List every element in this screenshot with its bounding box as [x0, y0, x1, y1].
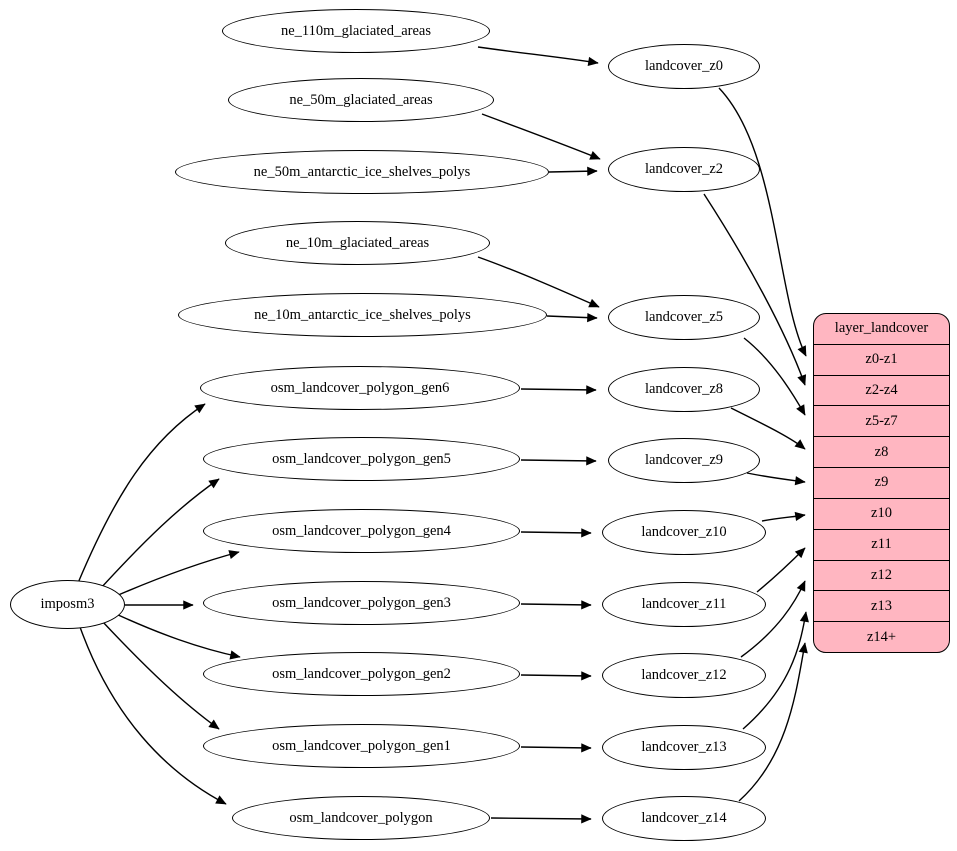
edge-ne50mg-to-z2 — [481, 113, 601, 160]
edge-ne10ma-to-z5 — [546, 312, 598, 323]
node-landcover-z12: landcover_z12 — [602, 653, 766, 698]
node-label: osm_landcover_polygon_gen1 — [272, 737, 451, 754]
node-osm-landcover-polygon: osm_landcover_polygon — [232, 796, 490, 840]
node-landcover-z2: landcover_z2 — [608, 147, 760, 192]
layer-table-row-z13: z13 — [814, 590, 949, 621]
edge-z10-to-row — [761, 511, 806, 522]
edge-gen5-to-z9 — [520, 456, 597, 466]
layer-table-row-z10: z10 — [814, 497, 949, 529]
node-label: ne_110m_glaciated_areas — [280, 22, 432, 39]
layer-table-row-z12: z12 — [814, 559, 949, 591]
node-landcover-z8: landcover_z8 — [608, 367, 760, 412]
edge-z0-to-row — [718, 87, 807, 357]
node-osm-landcover-polygon-gen1: osm_landcover_polygon_gen1 — [203, 724, 520, 768]
edge-gen4-to-z10 — [520, 528, 592, 538]
edge-imposm3-to-poly — [79, 626, 227, 805]
node-label: osm_landcover_polygon_gen4 — [272, 522, 451, 539]
node-label: ne_10m_antarctic_ice_shelves_polys — [254, 306, 471, 323]
layer-table-row-z14plus: z14+ — [814, 621, 949, 652]
layer-table-row-z11: z11 — [814, 528, 949, 560]
edge-ne50ma-to-z2 — [548, 166, 598, 176]
edge-ne10mg-to-z5 — [477, 256, 600, 308]
edge-imposm3-to-gen6 — [77, 403, 206, 584]
layer-table-row-z2-z4: z2-z4 — [814, 374, 949, 406]
node-label: landcover_z5 — [644, 309, 724, 325]
edge-imposm3-to-gen4 — [115, 550, 240, 597]
edge-z14-to-row — [738, 642, 808, 802]
node-ne-10m-antarctic-ice-shelves-polys: ne_10m_antarctic_ice_shelves_polys — [178, 293, 547, 337]
layer-table-row-z0-z1: z0-z1 — [814, 343, 949, 375]
node-label: ne_10m_glaciated_areas — [285, 234, 430, 251]
node-label: landcover_z9 — [644, 452, 724, 468]
node-label: osm_landcover_polygon_gen2 — [272, 665, 451, 682]
node-landcover-z11: landcover_z11 — [602, 582, 766, 627]
node-imposm3: imposm3 — [10, 580, 125, 629]
node-label: osm_landcover_polygon — [289, 809, 433, 826]
edge-imposm3-to-gen2 — [115, 613, 241, 660]
node-label: landcover_z13 — [641, 739, 727, 755]
edge-gen2-to-z12 — [520, 671, 592, 681]
edge-z11-to-row — [756, 547, 806, 593]
edge-z8-to-row — [730, 407, 806, 450]
edge-imposm3-to-gen1 — [101, 620, 220, 730]
node-osm-landcover-polygon-gen3: osm_landcover_polygon_gen3 — [203, 581, 520, 625]
edge-ne110m-to-z0 — [477, 46, 599, 67]
node-landcover-z5: landcover_z5 — [608, 295, 760, 340]
node-label: landcover_z12 — [641, 667, 727, 683]
layer-table-title: layer_landcover — [834, 320, 929, 337]
node-landcover-z13: landcover_z13 — [602, 725, 766, 770]
node-osm-landcover-polygon-gen5: osm_landcover_polygon_gen5 — [203, 437, 520, 481]
node-label: landcover_z0 — [644, 58, 724, 74]
edge-z2-to-row — [703, 193, 807, 386]
layer-table-row-z5-z7: z5-z7 — [814, 405, 949, 436]
node-label: landcover_z8 — [644, 381, 724, 397]
node-ne-50m-antarctic-ice-shelves-polys: ne_50m_antarctic_ice_shelves_polys — [175, 150, 549, 194]
node-landcover-z10: landcover_z10 — [602, 510, 766, 555]
node-label: landcover_z11 — [641, 596, 727, 612]
edge-gen1-to-z13 — [520, 743, 592, 753]
node-osm-landcover-polygon-gen4: osm_landcover_polygon_gen4 — [203, 509, 520, 553]
node-landcover-z0: landcover_z0 — [608, 44, 760, 89]
node-osm-landcover-polygon-gen2: osm_landcover_polygon_gen2 — [203, 652, 520, 696]
node-label: osm_landcover_polygon_gen6 — [270, 379, 450, 396]
node-ne-10m-glaciated-areas: ne_10m_glaciated_areas — [225, 221, 490, 265]
node-label: osm_landcover_polygon_gen3 — [272, 594, 451, 611]
node-label: ne_50m_antarctic_ice_shelves_polys — [253, 163, 471, 180]
node-osm-landcover-polygon-gen6: osm_landcover_polygon_gen6 — [200, 366, 520, 410]
edge-z5-to-row — [743, 337, 806, 416]
layer-table-row-z9: z9 — [814, 467, 949, 498]
node-label: osm_landcover_polygon_gen5 — [272, 450, 451, 467]
node-label: ne_50m_glaciated_areas — [289, 91, 433, 108]
edge-z12-to-row — [740, 580, 806, 658]
node-landcover-z14: landcover_z14 — [602, 796, 766, 841]
node-landcover-z9: landcover_z9 — [608, 438, 760, 483]
edge-gen6-to-z8 — [520, 385, 597, 395]
node-ne-110m-glaciated-areas: ne_110m_glaciated_areas — [222, 9, 490, 53]
node-label: imposm3 — [40, 596, 95, 612]
layer-table-row-z8: z8 — [814, 436, 949, 467]
edge-imposm3-to-gen5 — [99, 478, 220, 590]
edge-z13-to-row — [742, 611, 809, 730]
edge-poly-to-z14 — [490, 814, 592, 824]
node-label: landcover_z10 — [641, 524, 727, 540]
node-label: landcover_z14 — [641, 810, 727, 826]
layer-landcover-table: layer_landcover z0-z1 z2-z4 z5-z7 z8 z9 … — [813, 313, 950, 653]
edge-z9-to-row — [746, 472, 806, 486]
edge-gen3-to-z11 — [520, 600, 592, 610]
node-label: landcover_z2 — [644, 161, 724, 177]
node-ne-50m-glaciated-areas: ne_50m_glaciated_areas — [228, 78, 494, 122]
